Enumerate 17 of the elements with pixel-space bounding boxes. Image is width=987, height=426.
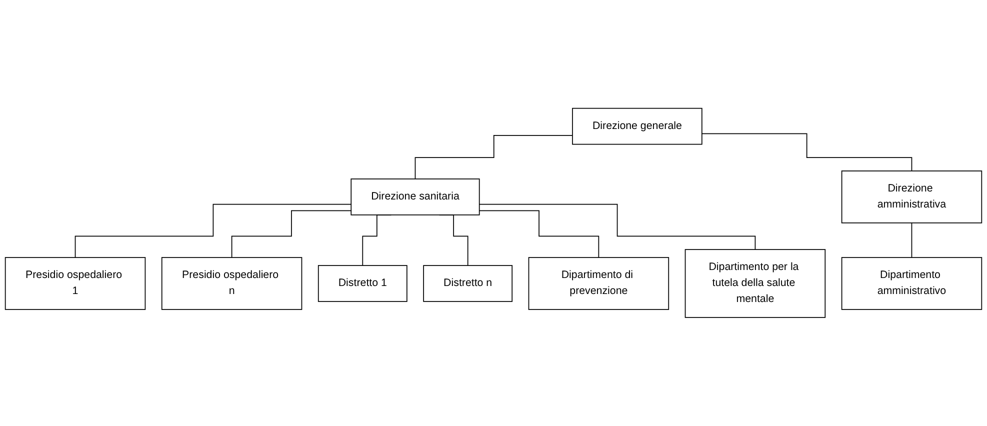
node-box: Direzione amministrativa xyxy=(841,170,982,224)
connector xyxy=(701,133,912,172)
connector xyxy=(414,135,573,180)
node-box: Distretto n xyxy=(423,265,513,302)
node-box: Presidio ospedaliero n xyxy=(161,257,302,310)
connector xyxy=(478,204,756,250)
node-box: Direzione generale xyxy=(572,108,702,145)
node-box: Dipartimento di prevenzione xyxy=(528,257,670,310)
node-box: Distretto 1 xyxy=(318,265,408,302)
node-box: Presidio ospedaliero 1 xyxy=(4,257,146,310)
connector xyxy=(478,210,600,258)
connector xyxy=(231,210,352,258)
node-box: Direzione sanitaria xyxy=(350,178,480,216)
node-box: Dipartimento amministrativo xyxy=(841,257,982,310)
connector xyxy=(911,222,912,258)
connector xyxy=(74,204,352,258)
node-box: Dipartimento per la tutela della salute mentale xyxy=(684,249,826,318)
